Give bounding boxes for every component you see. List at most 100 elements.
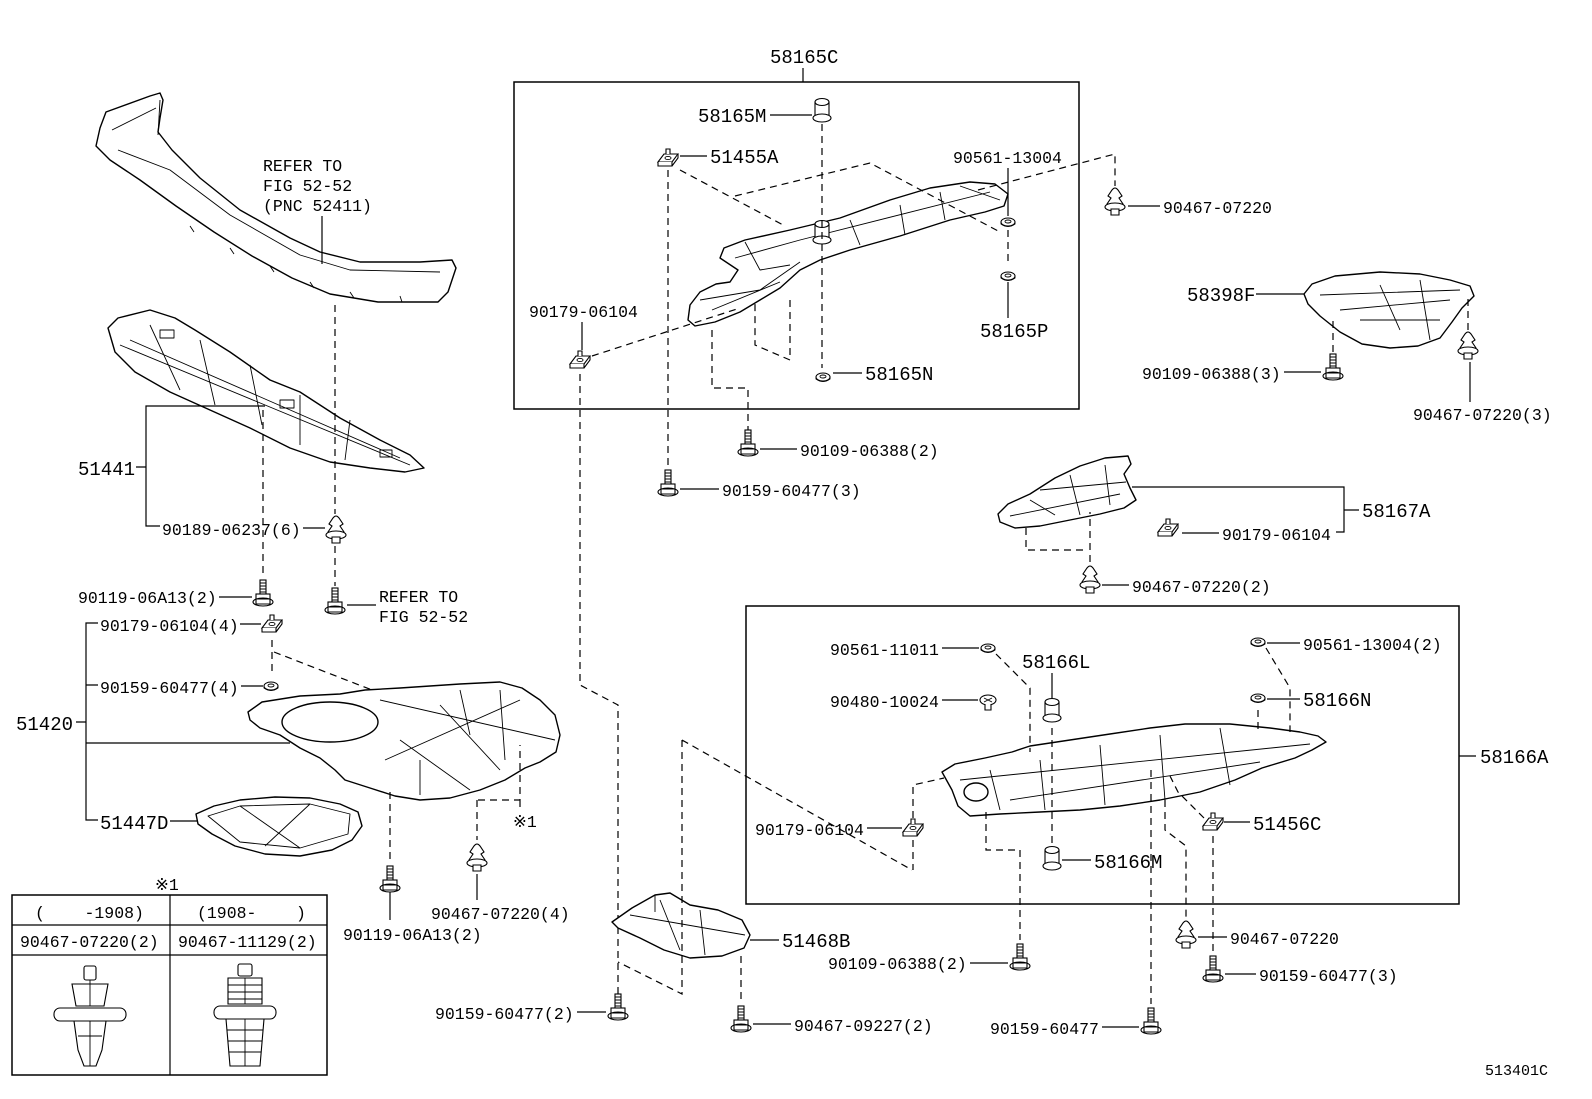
part-51441-detail bbox=[119, 324, 411, 466]
bracket-51420 bbox=[76, 622, 290, 821]
label-58167A: 58167A bbox=[1362, 501, 1431, 523]
label-51455A: 51455A bbox=[710, 147, 779, 169]
fastener-90179-06104-top bbox=[569, 350, 591, 369]
fastener-90109-06388-2-top bbox=[737, 429, 759, 457]
fastener-51456C bbox=[1202, 812, 1224, 831]
label-90159-60477-4: 90159-60477(4) bbox=[100, 679, 239, 698]
label-90467-07220-4: 90467-07220(4) bbox=[431, 905, 570, 924]
label-90159-60477-bottom: 90159-60477 bbox=[990, 1020, 1099, 1039]
label-58166A: 58166A bbox=[1480, 747, 1549, 769]
part-58166A-hole bbox=[963, 782, 989, 802]
dash-small-box bbox=[754, 300, 791, 361]
fastener-90159-60477-4 bbox=[263, 681, 279, 692]
label-58166L: 58166L bbox=[1022, 652, 1090, 674]
dash-58167A-b bbox=[1025, 528, 1086, 551]
fastener-90561-13004-2 bbox=[1250, 637, 1266, 648]
note-bumper-3: (PNC 52411) bbox=[263, 197, 372, 216]
label-51456C: 51456C bbox=[1253, 814, 1321, 836]
part-51420-detail bbox=[379, 689, 556, 795]
label-51420: 51420 bbox=[16, 714, 73, 736]
label-90179-06104-4: 90179-06104(4) bbox=[100, 617, 239, 636]
fastener-58165P bbox=[1000, 271, 1016, 282]
label-90179-06104-right: 90179-06104 bbox=[1222, 526, 1331, 545]
fastener-90109-06388-2-bottom bbox=[1009, 943, 1031, 971]
dash-51456C bbox=[1169, 775, 1205, 819]
note-table-mark: ※1 bbox=[155, 876, 179, 895]
fastener-90159-60477-3-bottom bbox=[1202, 955, 1224, 983]
note-table-part-early: 90467-07220(2) bbox=[20, 933, 159, 952]
fastener-90467-07220-bottom bbox=[1175, 920, 1197, 949]
dash-top-outline bbox=[734, 162, 1001, 233]
part-bumper bbox=[95, 92, 457, 303]
fastener-90119-06A13-2-top bbox=[252, 579, 274, 607]
fastener-90109-06388-3 bbox=[1322, 353, 1344, 381]
label-90467-07220-2: 90467-07220(2) bbox=[1132, 578, 1271, 597]
note-mark-1: ※1 bbox=[513, 813, 537, 832]
fastener-90480-10024 bbox=[979, 694, 997, 711]
fastener-90467-09227-2 bbox=[730, 1005, 752, 1033]
label-90109-06388-2-bottom: 90109-06388(2) bbox=[828, 955, 967, 974]
label-58166N: 58166N bbox=[1303, 690, 1371, 712]
label-58165N: 58165N bbox=[865, 364, 933, 386]
label-51447D: 51447D bbox=[100, 813, 168, 835]
fastener-90467-07220-3 bbox=[1457, 331, 1479, 360]
label-90119-06A13-2-top: 90119-06A13(2) bbox=[78, 589, 217, 608]
dash-clip-bottom bbox=[1164, 800, 1187, 922]
label-90561-13004-2: 90561-13004(2) bbox=[1303, 636, 1442, 655]
dash-nut-bottom bbox=[912, 777, 945, 870]
fastener-58166L bbox=[1042, 697, 1062, 723]
note-bumper-2: FIG 52-52 bbox=[263, 177, 352, 196]
fastener-90179-06104-4 bbox=[261, 614, 283, 633]
fastener-58166M bbox=[1042, 845, 1062, 871]
part-51447D-detail bbox=[207, 803, 351, 849]
fastener-51455A bbox=[657, 148, 679, 167]
label-90119-06A13-2-bottom: 90119-06A13(2) bbox=[343, 926, 482, 945]
label-90189-06237-6: 90189-06237(6) bbox=[162, 521, 301, 540]
fastener-58165N bbox=[815, 372, 831, 383]
fastener-90561-11011 bbox=[980, 643, 996, 654]
part-58167A bbox=[997, 455, 1137, 529]
dash-bolt-bottom bbox=[985, 812, 1021, 940]
dash-bolt-route bbox=[711, 330, 749, 436]
part-58398F bbox=[1303, 271, 1475, 349]
label-90109-06388-2-top: 90109-06388(2) bbox=[800, 442, 939, 461]
dash-51455A-to-part bbox=[679, 169, 786, 227]
fastener-90467-07220-top bbox=[1104, 187, 1126, 216]
figure-id: 513401C bbox=[1485, 1063, 1548, 1080]
part-58165C-cover bbox=[687, 181, 1009, 327]
label-90159-60477-2: 90159-60477(2) bbox=[435, 1005, 574, 1024]
part-51468B bbox=[611, 892, 751, 959]
note-table-range-early: ( -1908) bbox=[35, 904, 144, 923]
label-90467-07220-top: 90467-07220 bbox=[1163, 199, 1272, 218]
clip-illustration-late bbox=[213, 963, 277, 1067]
bracket-58167A bbox=[1132, 486, 1359, 533]
fastener-refer-fig-52-52 bbox=[324, 587, 346, 615]
label-90109-06388-3: 90109-06388(3) bbox=[1142, 365, 1281, 384]
label-90467-07220-bottom: 90467-07220 bbox=[1230, 930, 1339, 949]
label-51468B: 51468B bbox=[782, 931, 850, 953]
part-51468B-detail bbox=[629, 895, 746, 956]
fastener-90159-60477-bottom bbox=[1140, 1007, 1162, 1035]
label-90467-07220-3: 90467-07220(3) bbox=[1413, 406, 1552, 425]
label-58165P: 58165P bbox=[980, 321, 1048, 343]
label-90159-60477-3-top: 90159-60477(3) bbox=[722, 482, 861, 501]
note-table-range-late: (1908- ) bbox=[197, 904, 306, 923]
label-58165C: 58165C bbox=[770, 47, 838, 69]
label-90179-06104-bottom: 90179-06104 bbox=[755, 821, 864, 840]
part-51441 bbox=[107, 309, 425, 473]
note-table-grid bbox=[12, 895, 327, 1075]
assembly-frame-58165C bbox=[513, 81, 1080, 410]
part-51420 bbox=[247, 681, 561, 801]
part-bumper-detail bbox=[111, 99, 441, 303]
dash-90561-13004-2 bbox=[1265, 647, 1291, 732]
dash-nut-4-to-cover bbox=[273, 651, 373, 691]
fastener-90159-60477-3-top bbox=[657, 469, 679, 497]
dash-long-route bbox=[579, 374, 619, 994]
dash-90561-11011 bbox=[995, 653, 1031, 752]
fastener-58165M bbox=[812, 97, 832, 123]
label-51441: 51441 bbox=[78, 459, 135, 481]
fastener-90179-06104-bottom bbox=[902, 818, 924, 837]
note-bumper-1: REFER TO bbox=[263, 157, 342, 176]
label-58165M: 58165M bbox=[698, 106, 766, 128]
